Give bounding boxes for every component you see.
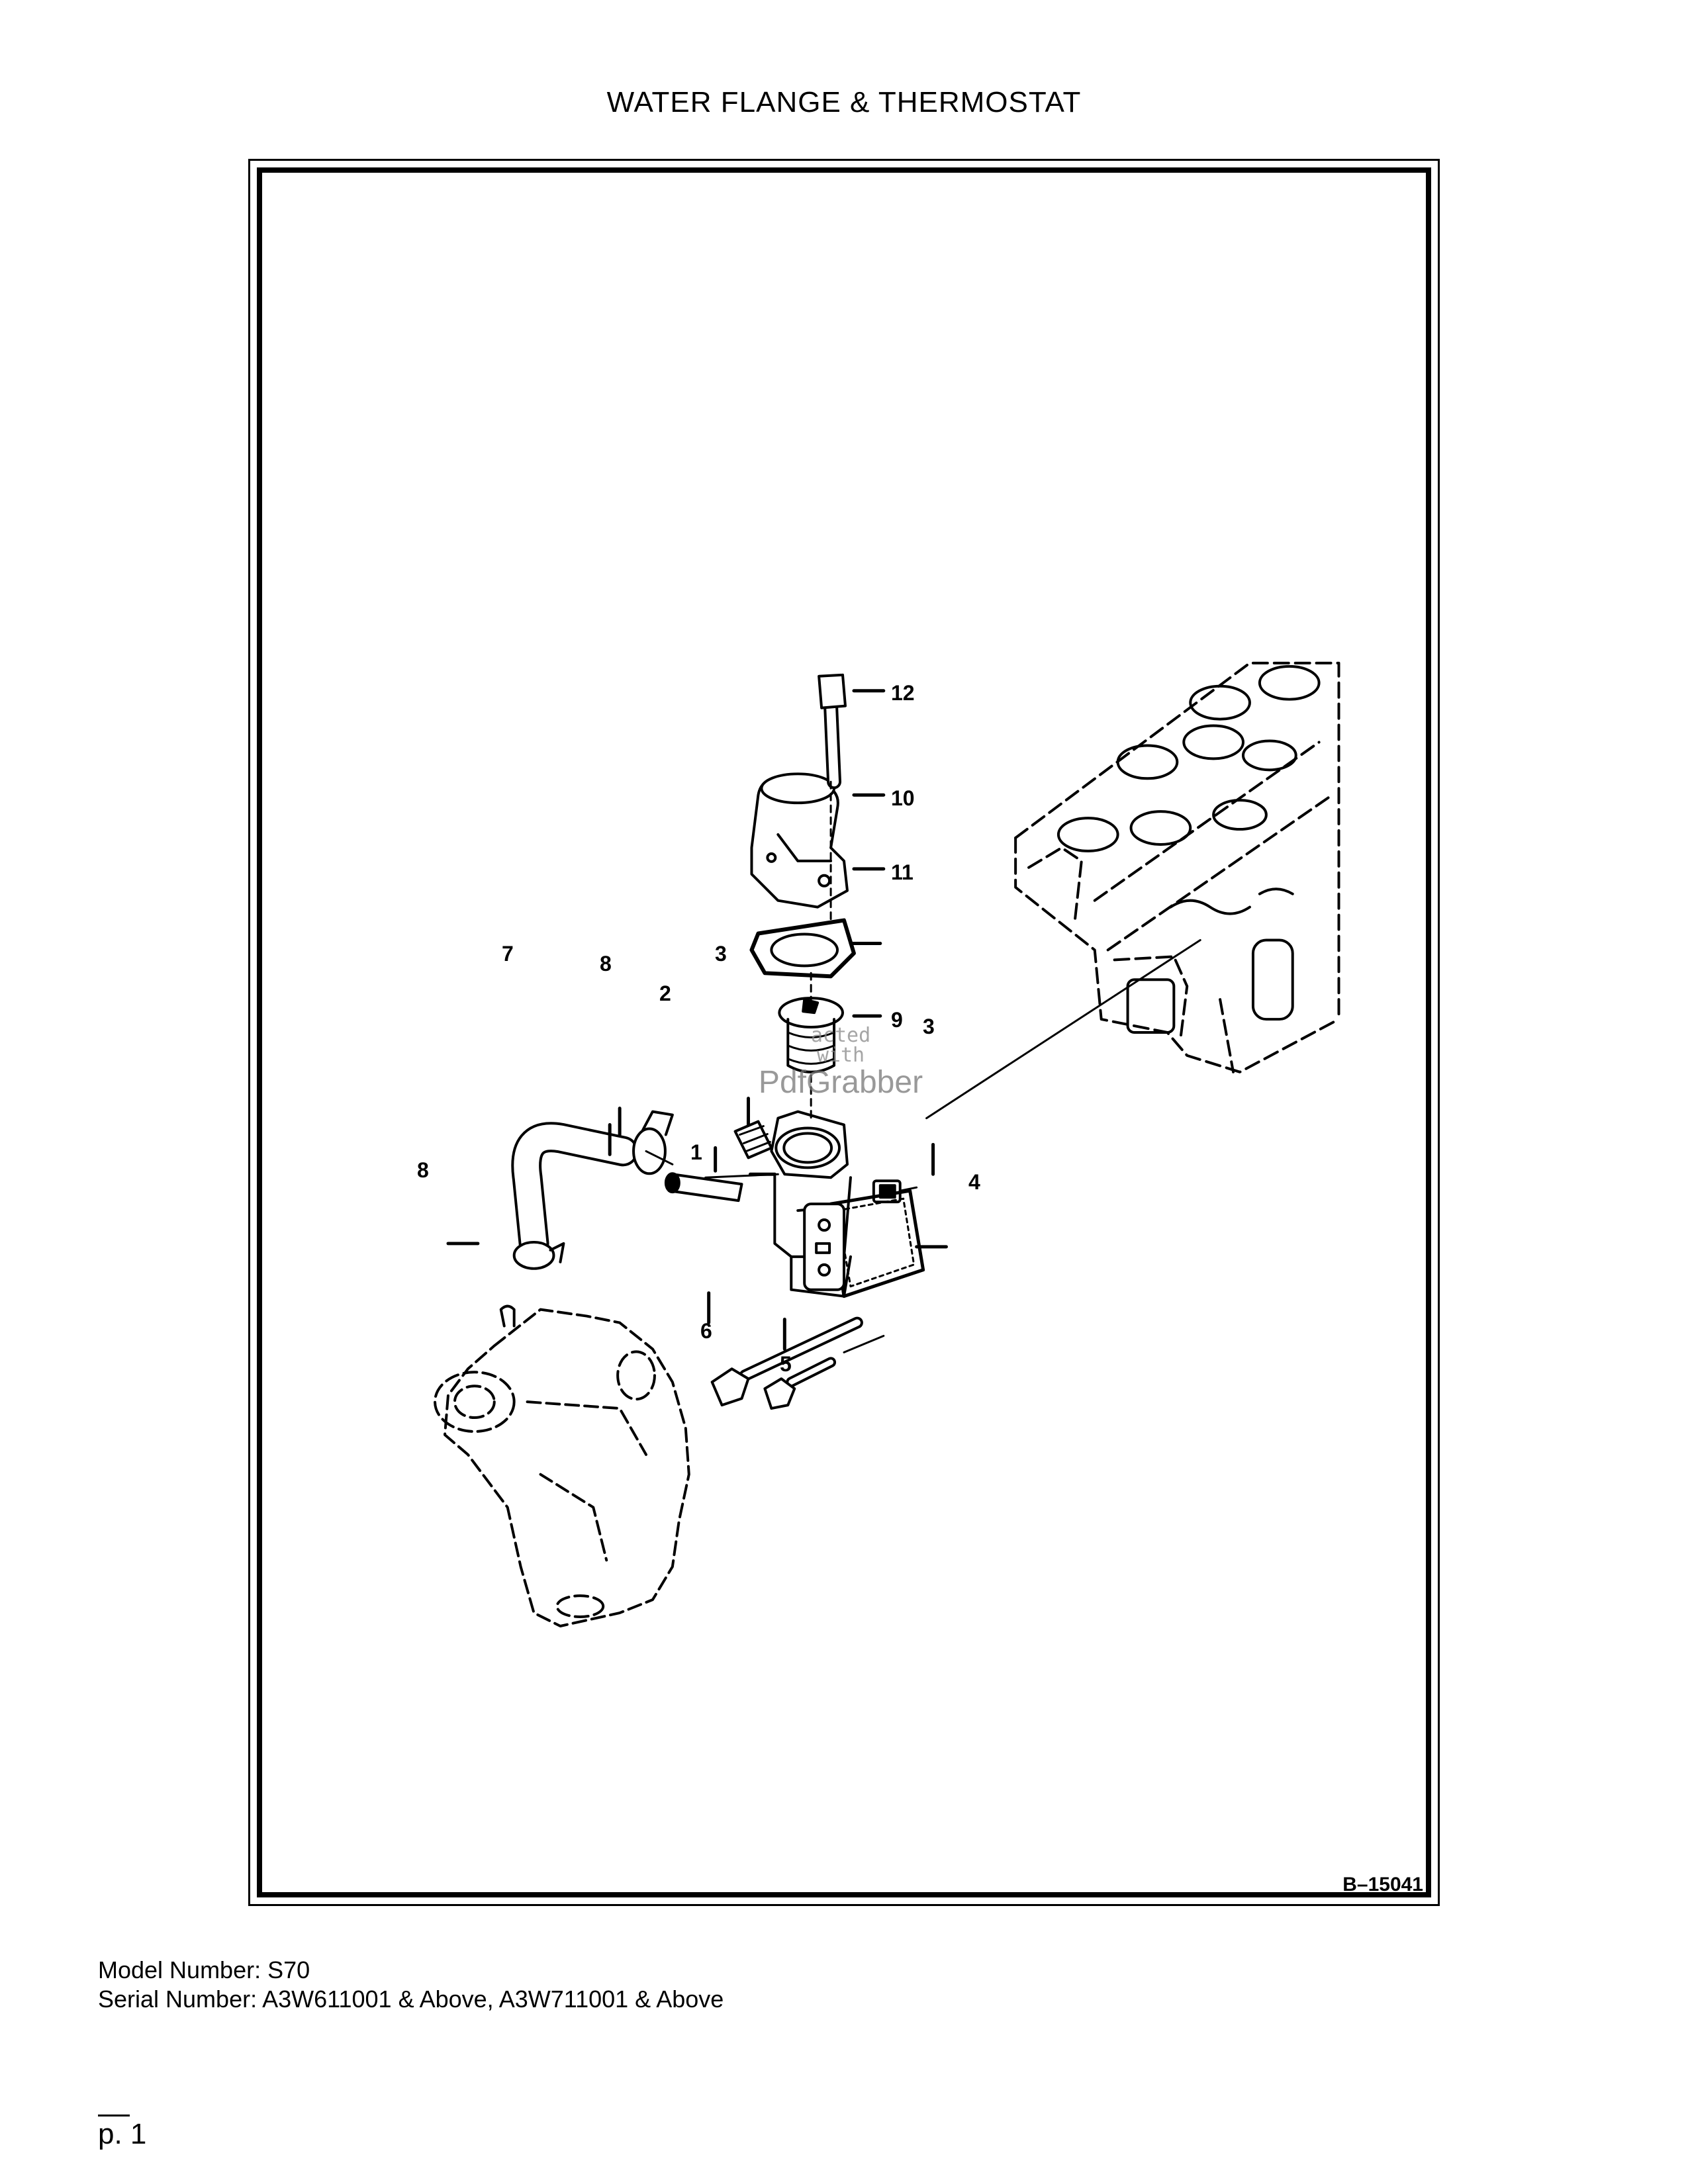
- callout-1: 1: [690, 1140, 702, 1164]
- diagram-frame: 12 10 11 9 7 8 3 2 3 1 4 8 6 5 B–15041: [248, 159, 1440, 1906]
- engine-block: [1014, 661, 1340, 1073]
- callout-6: 6: [700, 1319, 712, 1343]
- watermark-line-1: acted: [810, 1024, 871, 1047]
- hose-clamp-lower: [512, 1240, 565, 1270]
- engine-block-cylinders: [1056, 664, 1321, 1034]
- figure-id: B–15041: [1342, 1874, 1423, 1895]
- water-pump: [434, 1308, 690, 1627]
- callout-5: 5: [780, 1352, 792, 1376]
- callout-12: 12: [891, 681, 915, 705]
- page-rule: [98, 2115, 130, 2116]
- bolt-short: [763, 1334, 885, 1410]
- alignment-line: [925, 938, 1201, 1120]
- page-number: p. 1: [98, 2118, 147, 2150]
- callout-2: 2: [659, 981, 671, 1005]
- exploded-parts-drawing: [434, 661, 1340, 1627]
- thermostat: [778, 997, 844, 1073]
- model-number: Model Number: S70: [98, 1956, 310, 1983]
- serial-number: Serial Number: A3W611001 & Above, A3W711…: [98, 1985, 724, 2013]
- assembly-centerline: [810, 780, 832, 1120]
- callout-3-right: 3: [923, 1015, 935, 1038]
- callout-8-upper: 8: [600, 952, 612, 976]
- water-flange-body: [770, 1110, 852, 1298]
- callout-8-lower: 8: [417, 1158, 429, 1182]
- watermark-line-2: with: [816, 1044, 865, 1067]
- callout-9: 9: [891, 1008, 903, 1032]
- watermark-brand: PdfGrabber: [758, 1065, 923, 1100]
- bolt-long: [710, 1316, 863, 1407]
- plug-left: [733, 1120, 773, 1160]
- cover-bolt: [818, 673, 847, 790]
- thermostat-gasket: [749, 918, 856, 979]
- bypass-pipe: [664, 1172, 743, 1203]
- pump-inlet-stub: [499, 1304, 516, 1328]
- hose-clamp-upper: [632, 1110, 674, 1175]
- callout-10: 10: [891, 786, 915, 810]
- diagram-inner-border: [257, 167, 1431, 1897]
- watermark: acted with PdfGrabber: [722, 1026, 960, 1100]
- callout-3-left: 3: [715, 942, 727, 966]
- page-title: WATER FLANGE & THERMOSTAT: [606, 86, 1082, 118]
- thermostat-cover: [750, 772, 849, 909]
- callout-7: 7: [502, 942, 514, 966]
- model-info: Model Number: S70 Serial Number: A3W6110…: [98, 1956, 724, 2014]
- callout-11: 11: [891, 860, 914, 884]
- callout-4: 4: [968, 1170, 980, 1194]
- leader-lines: [446, 689, 948, 1351]
- flange-mounting-plate: [803, 1203, 845, 1291]
